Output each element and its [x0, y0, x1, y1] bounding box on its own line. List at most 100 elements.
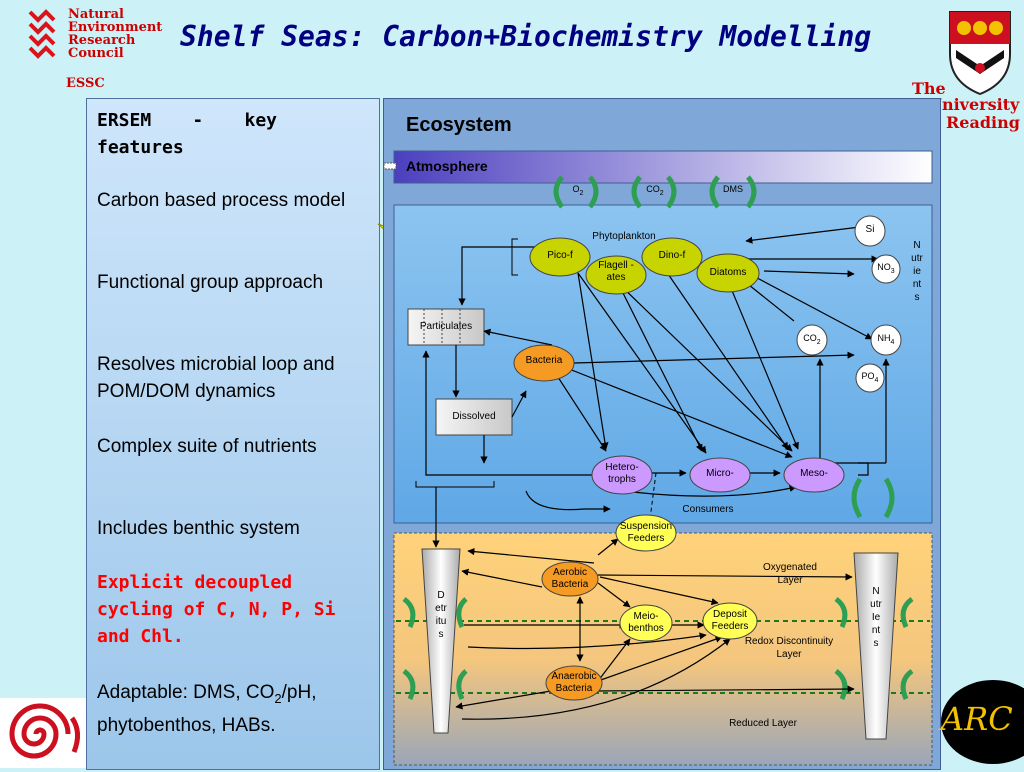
co2-base: CO — [803, 333, 817, 343]
feature-item-1: Carbon based process model — [97, 190, 346, 211]
micro-label: Micro- — [706, 468, 734, 479]
meiobenthos-label: Meio- benthos — [628, 611, 664, 634]
nerc-line-3: Research — [68, 33, 136, 48]
po4-label: PO4 — [856, 371, 884, 384]
no3-label: NO3 — [872, 262, 900, 275]
dino-label: Dino-f — [658, 250, 686, 261]
reading-line-2: University — [928, 95, 1020, 114]
reading-line-3: Reading — [946, 113, 1020, 132]
nutrients-vertical-label: Nutrients — [911, 240, 923, 303]
particulates-label: Particulates — [419, 321, 473, 332]
gas-co2-label: CO2 — [644, 184, 666, 197]
node-deposit-feeders — [702, 602, 758, 640]
spiral-logo — [0, 698, 86, 768]
node-meiobenthos — [619, 604, 673, 642]
dissolved-box — [435, 398, 513, 436]
reading-logo: The University Reading — [900, 6, 1024, 136]
atmosphere-label: Atmosphere — [406, 158, 488, 174]
node-suspension-feeders — [615, 514, 677, 552]
feature-item-4: Complex suite of nutrients — [97, 436, 317, 457]
feature-last-sub: 2 — [274, 690, 282, 706]
po4-sub: 4 — [874, 376, 879, 384]
flagellates-label: Flagell -ates — [598, 260, 634, 283]
nh4-sub: 4 — [890, 338, 895, 346]
ecosystem-diagram: Ecosystem Atmosphere O2 CO2 DMS Phytopla… — [383, 98, 941, 770]
deposit-label: Deposit Feeders — [711, 609, 749, 632]
nh4-base: NH — [877, 333, 891, 343]
node-dino — [641, 237, 703, 277]
reading-crest-icon — [949, 11, 1011, 96]
aerobic-label: Aerobic Bacteria — [551, 567, 589, 590]
bacteria-label: Bacteria — [525, 355, 563, 366]
benthic-nutrients-vertical-label: NutrIents — [870, 586, 882, 649]
node-flagellates — [585, 255, 647, 295]
ecosystem-title: Ecosystem — [406, 114, 512, 136]
key-features-panel: ERSEM - key features Carbon based proces… — [86, 98, 380, 770]
nerc-logo: Natural Environment Research Council ESS… — [18, 6, 168, 91]
node-anaerobic-bacteria — [545, 665, 603, 701]
nh4-label: NH4 — [872, 333, 900, 346]
oxygenated-label: Oxygenated Layer — [763, 562, 817, 586]
si-label: Si — [865, 224, 875, 235]
gas-exchange-arrows — [553, 175, 757, 209]
feature-item-last: Adaptable: DMS, CO2/pH, phytobenthos, HA… — [97, 679, 367, 739]
particulates-box — [407, 308, 485, 346]
nerc-line-2: Environment — [68, 20, 163, 35]
feature-item-2: Functional group approach — [97, 272, 324, 293]
benthic-exchange-arrows — [402, 477, 914, 701]
node-diatoms — [696, 253, 760, 293]
co2-label: CO2 — [798, 333, 826, 346]
feature-item-5: Includes benthic system — [97, 518, 300, 539]
panel-heading: ERSEM - key features — [97, 110, 277, 158]
no3-sub: 3 — [890, 267, 895, 275]
arc-logo: ARC — [941, 676, 1024, 768]
node-heterotrophs — [591, 455, 653, 495]
node-bacteria — [513, 344, 575, 382]
gas-o2-label: O2 — [570, 184, 586, 197]
phytoplankton-label: Phytoplankton — [592, 231, 656, 242]
heterotrophs-label: Hetero- trophs — [605, 462, 639, 485]
essc-label: ESSC — [66, 76, 105, 91]
node-nh4 — [870, 324, 902, 356]
gas-dms-label: DMS — [723, 184, 743, 194]
benthic-nutrients-column — [853, 552, 899, 740]
feature-last-pre: Adaptable: DMS, CO — [97, 682, 275, 703]
arc-logo-icon — [941, 680, 1024, 764]
node-aerobic-bacteria — [541, 561, 599, 597]
benthic-zone — [393, 532, 933, 766]
nerc-logo-icon — [28, 9, 56, 59]
node-si — [854, 215, 886, 247]
gas-co2-base: CO — [646, 184, 660, 194]
flow-arrows — [422, 226, 879, 477]
node-co2 — [796, 324, 828, 356]
po4-base: PO — [861, 371, 875, 381]
node-po4 — [855, 363, 885, 393]
gas-o2-base: O — [572, 184, 580, 194]
pico-label: Pico-f — [547, 250, 573, 261]
no3-base: NO — [877, 262, 891, 272]
anaerobic-label: Anaerobic Bacteria — [551, 671, 597, 694]
detritus-column — [421, 548, 461, 734]
gas-o2-sub: 2 — [579, 189, 584, 197]
meso-label: Meso- — [800, 468, 828, 479]
gas-co2-sub: 2 — [659, 189, 664, 197]
feature-last-post: /pH, phytobenthos, HABs. — [97, 682, 317, 736]
node-no3 — [871, 254, 901, 284]
arc-label: ARC — [941, 700, 1013, 738]
suspension-label: Suspension Feeders — [619, 521, 673, 544]
node-micro — [689, 457, 751, 493]
diatoms-label: Diatoms — [709, 267, 747, 278]
reduced-label: Reduced Layer — [729, 718, 797, 729]
feature-item-3: Resolves microbial loop and POM/DOM dyna… — [97, 354, 335, 402]
consumers-label: Consumers — [682, 504, 734, 515]
dissolved-label: Dissolved — [452, 411, 496, 422]
reading-line-1: The — [912, 79, 946, 98]
co2-sub: 2 — [816, 338, 821, 346]
redox-label: Redox Discontinuity Layer — [744, 636, 834, 660]
nerc-line-4: Council — [68, 46, 124, 61]
detritus-vertical-label: Detritus — [435, 590, 447, 640]
spiral-logo-icon — [9, 703, 80, 759]
nerc-line-1: Natural — [68, 7, 124, 22]
node-pico — [529, 237, 591, 277]
feature-highlight: Explicit decoupled cycling of C, N, P, S… — [97, 572, 336, 647]
